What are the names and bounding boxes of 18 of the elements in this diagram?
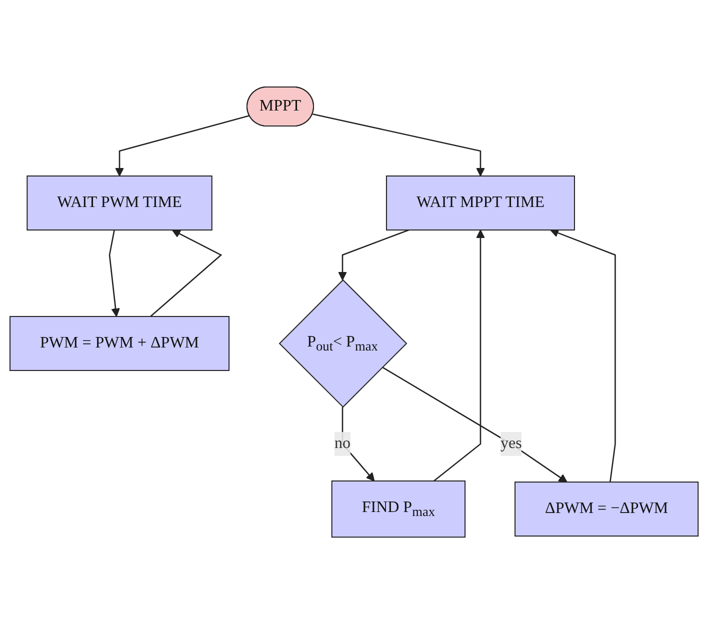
node-box <box>514 481 699 536</box>
arrow <box>382 366 568 482</box>
node-box <box>26 175 212 230</box>
arrow <box>433 230 485 482</box>
node-diamond <box>278 279 408 408</box>
node-box <box>9 316 230 371</box>
edge-label: yes <box>500 434 522 452</box>
arrow <box>115 114 250 176</box>
arrow <box>342 406 375 482</box>
arrow <box>150 230 222 317</box>
node-box <box>331 480 466 538</box>
node-box <box>386 175 575 230</box>
arrow <box>338 229 409 280</box>
edge-label: no <box>334 434 350 452</box>
arrow <box>108 230 120 317</box>
flowchart-drawing: no yes MPPT WAIT PWM TIME PWM = PWM + ΔPWM WAIT MPPT TIME P$_{out}$< P$_{max}$ FIND P$_{max}$ ΔPWM = −ΔPWM <box>2 78 706 546</box>
arrow <box>312 113 485 176</box>
arrow <box>550 228 616 482</box>
